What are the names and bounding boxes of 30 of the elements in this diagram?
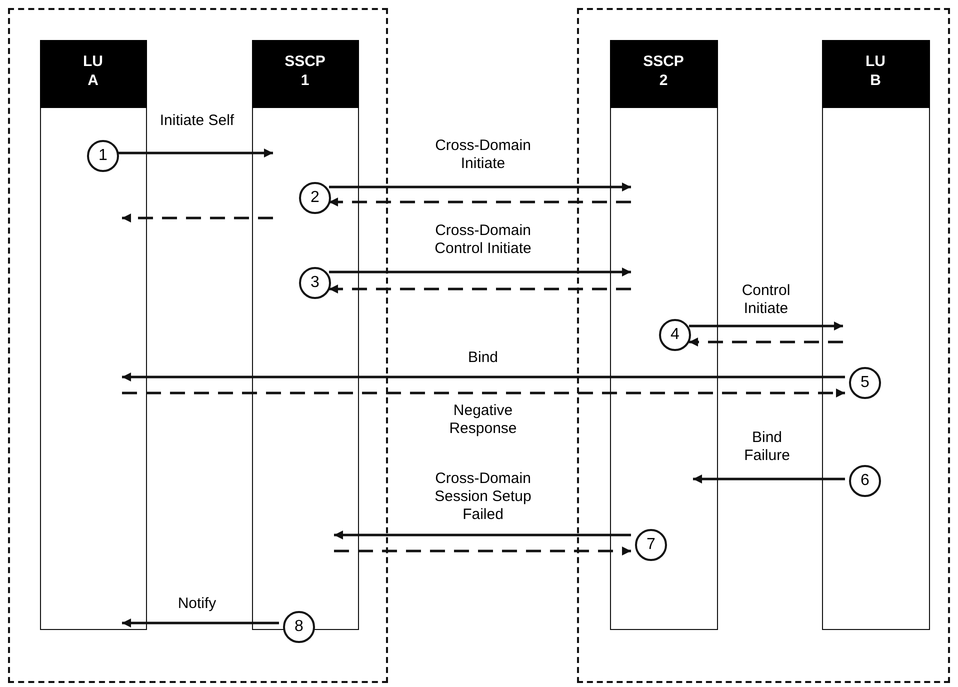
step-number: 7 xyxy=(635,529,667,561)
message-arrow xyxy=(334,530,631,540)
step-number: 6 xyxy=(849,465,881,497)
lifeline-header: SSCP 1 xyxy=(252,40,358,108)
response-arrow xyxy=(689,338,843,346)
response-arrow xyxy=(122,214,273,222)
lifeline-header: LU A xyxy=(40,40,146,108)
response-arrow xyxy=(334,546,631,556)
message-arrow xyxy=(122,372,845,382)
step-number: 1 xyxy=(87,140,119,172)
lifeline-column xyxy=(40,40,147,630)
message-arrow xyxy=(117,148,273,158)
response-arrow xyxy=(122,388,845,398)
domain-boundary xyxy=(8,8,388,683)
step-number: 4 xyxy=(659,319,691,351)
message-arrow xyxy=(693,474,845,484)
step-number: 8 xyxy=(283,611,315,643)
message-arrow xyxy=(329,182,631,192)
lifeline-header: SSCP 2 xyxy=(610,40,718,108)
message-arrow xyxy=(122,618,279,628)
step-number: 2 xyxy=(299,182,331,214)
step-number: 3 xyxy=(299,267,331,299)
lifeline-column xyxy=(822,40,930,630)
response-arrow xyxy=(329,198,631,206)
message-arrow xyxy=(329,268,631,276)
response-arrow xyxy=(329,284,631,294)
step-number: 5 xyxy=(849,367,881,399)
message-arrow xyxy=(689,322,843,330)
lifeline-header: LU B xyxy=(822,40,930,108)
lifeline-column xyxy=(610,40,718,630)
